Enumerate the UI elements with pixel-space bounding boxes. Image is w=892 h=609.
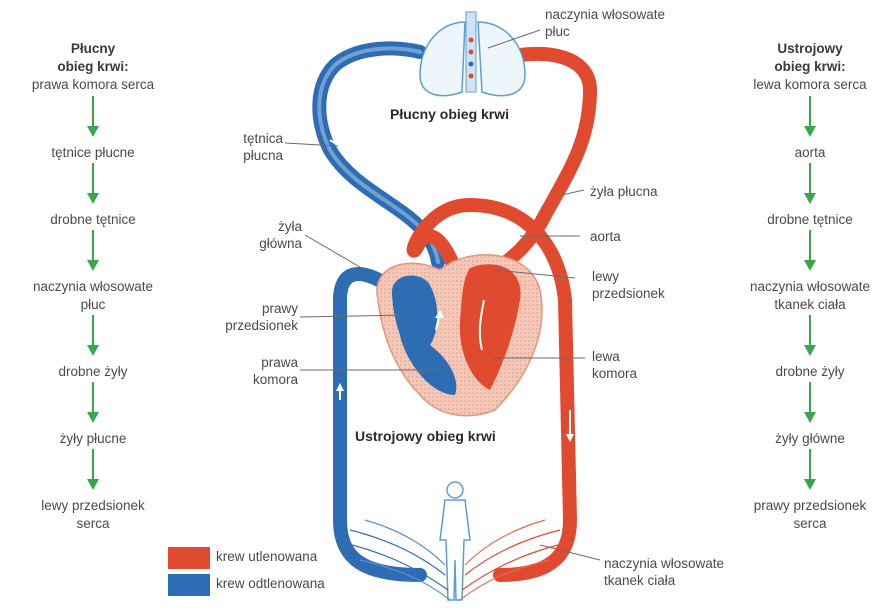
- label-pulmonary-artery: tętnica płucna: [225, 130, 283, 164]
- label-right-ventricle: prawa komora: [220, 354, 298, 388]
- left-column-step: lewy przedsionek serca: [0, 497, 188, 533]
- label-pulmonary-vein: żyła płucna: [590, 183, 658, 200]
- heart-illustration: [377, 255, 542, 416]
- systemic-circulation-sequence: Ustrojowy obieg krwi: lewa komora serca …: [715, 40, 892, 533]
- pulmonary-circulation-title: Płucny obieg krwi: [390, 106, 509, 122]
- left-column-step: naczynia włosowate płuc: [0, 278, 188, 314]
- right-column-arrow-icon: [804, 163, 816, 207]
- label-lung-capillaries: naczynia włosowate płuc: [545, 6, 665, 40]
- left-column-title: Płucny obieg krwi:: [0, 40, 188, 76]
- right-column-step: aorta: [715, 144, 892, 162]
- left-column-step: tętnice płucne: [0, 144, 188, 162]
- right-column-arrow-icon: [804, 96, 816, 140]
- right-column-step: drobne żyły: [715, 363, 892, 381]
- right-column-arrow-icon: [804, 315, 816, 359]
- right-column-arrow-icon: [804, 382, 816, 426]
- right-column-arrow-icon: [804, 230, 816, 274]
- legend-swatch-oxygenated: [168, 547, 210, 569]
- systemic-circulation-title: Ustrojowy obieg krwi: [355, 428, 496, 444]
- label-left-atrium: lewy przedsionek: [592, 268, 665, 302]
- left-column-step: drobne żyły: [0, 363, 188, 381]
- label-vena-cava: żyła główna: [228, 218, 302, 252]
- label-right-atrium: prawy przedsionek: [200, 300, 298, 334]
- label-aorta: aorta: [590, 228, 621, 245]
- left-column-arrow-icon: [87, 449, 99, 493]
- right-column-first-step: lewa komora serca: [715, 76, 892, 94]
- left-column-first-step: prawa komora serca: [0, 76, 188, 94]
- left-column-arrow-icon: [87, 315, 99, 359]
- lungs-illustration: [420, 12, 525, 96]
- left-column-arrow-icon: [87, 96, 99, 140]
- legend-swatch-deoxygenated: [168, 574, 210, 596]
- right-column-arrow-icon: [804, 449, 816, 493]
- left-column-arrow-icon: [87, 163, 99, 207]
- legend-label-deoxygenated: krew odtlenowana: [216, 576, 325, 591]
- label-body-capillaries: naczynia włosowate tkanek ciała: [604, 555, 724, 589]
- right-column-step: naczynia włosowate tkanek ciała: [715, 278, 892, 314]
- left-column-arrow-icon: [87, 382, 99, 426]
- legend-label-oxygenated: krew utlenowana: [216, 549, 317, 564]
- left-column-arrow-icon: [87, 230, 99, 274]
- left-column-step: żyły płucne: [0, 430, 188, 448]
- right-column-step: żyły główne: [715, 430, 892, 448]
- label-left-ventricle: lewa komora: [592, 348, 637, 382]
- left-column-step: drobne tętnice: [0, 211, 188, 229]
- pulmonary-circulation-sequence: Płucny obieg krwi: prawa komora serca tę…: [0, 40, 188, 533]
- right-column-step: prawy przedsionek serca: [715, 497, 892, 533]
- right-column-title: Ustrojowy obieg krwi:: [715, 40, 892, 76]
- human-figure-illustration: [440, 482, 470, 600]
- right-column-step: drobne tętnice: [715, 211, 892, 229]
